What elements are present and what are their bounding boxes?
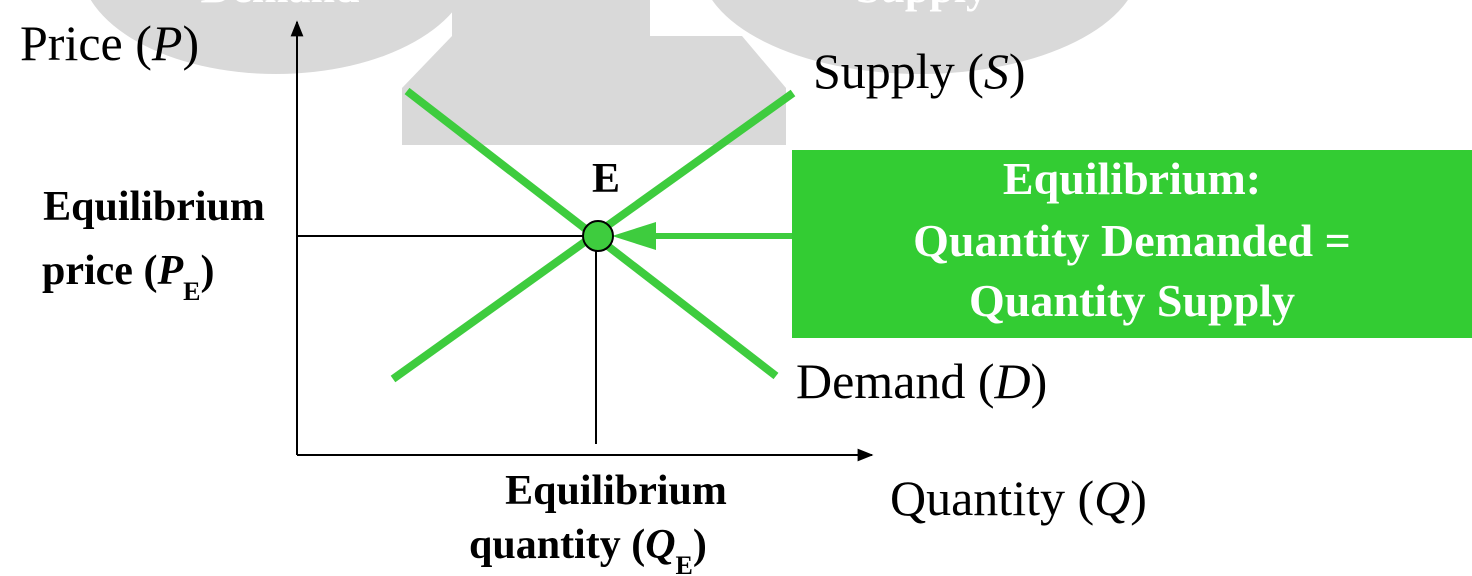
demand-curve-label: Demand (D) — [796, 353, 1047, 409]
callout-arrow-head — [612, 222, 656, 250]
callout-line3: Quantity Supply — [969, 275, 1295, 326]
callout-line1: Equilibrium: — [1003, 153, 1261, 204]
equilibrium-price-label-line2: price (PE) — [42, 248, 214, 306]
ghost-supply-bubble — [712, 0, 1128, 74]
ghost-demand-bubble — [90, 0, 462, 74]
equilibrium-quantity-label-line2: quantity (QE) — [469, 522, 707, 576]
ghost-center-block — [402, 0, 786, 145]
ghost-supply-label: Supply — [856, 0, 988, 12]
ghost-background: Demand Supply — [90, 0, 1128, 145]
equilibrium-point-label: E — [592, 156, 620, 202]
y-axis-label: Price (P) — [20, 15, 199, 71]
supply-curve-label: Supply (S) — [813, 43, 1026, 99]
equilibrium-point — [582, 220, 614, 252]
ghost-demand-label: Demand — [201, 0, 360, 12]
callout-box — [792, 150, 1472, 338]
callout-line2: Quantity Demanded = — [913, 215, 1351, 266]
x-axis-label: Quantity (Q) — [890, 470, 1147, 526]
equilibrium-callout: Equilibrium: Quantity Demanded = Quantit… — [792, 150, 1472, 338]
equilibrium-quantity-label-line1: Equilibrium — [505, 468, 727, 514]
equilibrium-price-label-line1: Equilibrium — [43, 184, 265, 230]
